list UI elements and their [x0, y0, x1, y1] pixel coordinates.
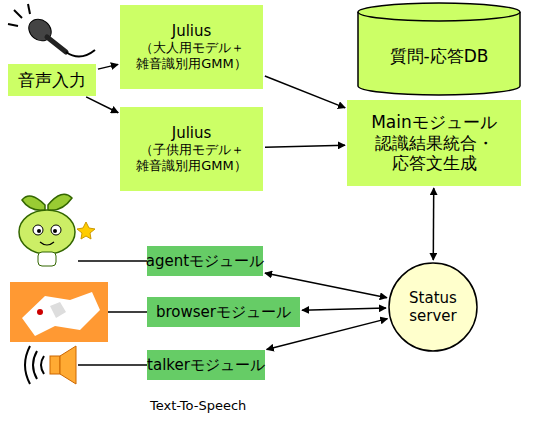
recognizer-box: Julius（大人用モデル＋ 雑音識別用GMM）	[120, 5, 263, 89]
connector-arrow	[86, 97, 118, 113]
connector-arrow	[265, 145, 345, 147]
icon-link-line	[78, 260, 147, 262]
connector-arrow	[302, 308, 386, 310]
node-text: talkerモジュール	[147, 356, 265, 374]
database-cylinder: 質問-応答DB	[357, 3, 521, 95]
connector-arrow	[433, 188, 435, 260]
node-text: agentモジュール	[146, 252, 264, 270]
module-box: talkerモジュール	[147, 350, 265, 380]
module-box: agentモジュール	[147, 246, 263, 276]
module-box: browserモジュール	[147, 297, 300, 327]
input-box: 音声入力	[8, 64, 96, 96]
process-box: Mainモジュール 認識結果統合・ 応答文生成	[347, 100, 521, 186]
node-text: 質問-応答DB	[390, 46, 489, 66]
microphone-icon	[8, 4, 95, 57]
connector-arrow	[265, 76, 345, 108]
caption-label: Text-To-Speech	[150, 398, 246, 413]
connector-arrow	[98, 64, 118, 69]
icon-link-line	[78, 364, 147, 366]
node-text: Status server	[392, 289, 474, 325]
speaker-icon	[25, 346, 76, 384]
node-text: 音声入力	[18, 70, 86, 90]
server-circle: Status server	[388, 262, 478, 352]
node-text: Julius	[172, 22, 212, 40]
node-text: （大人用モデル＋ 雑音識別用GMM）	[126, 40, 257, 71]
icon-link-line	[108, 311, 147, 313]
connector-arrow	[265, 273, 387, 298]
node-text: browserモジュール	[156, 303, 291, 321]
recognizer-box: Julius（子供用モデル＋ 雑音識別用GMM）	[120, 107, 263, 191]
browser-map-icon	[10, 282, 108, 342]
node-text: （子供用モデル＋ 雑音識別用GMM）	[126, 142, 257, 173]
node-text: Mainモジュール 認識結果統合・ 応答文生成	[353, 112, 515, 173]
node-text: Julius	[172, 124, 212, 142]
agent-character-icon	[19, 194, 95, 266]
